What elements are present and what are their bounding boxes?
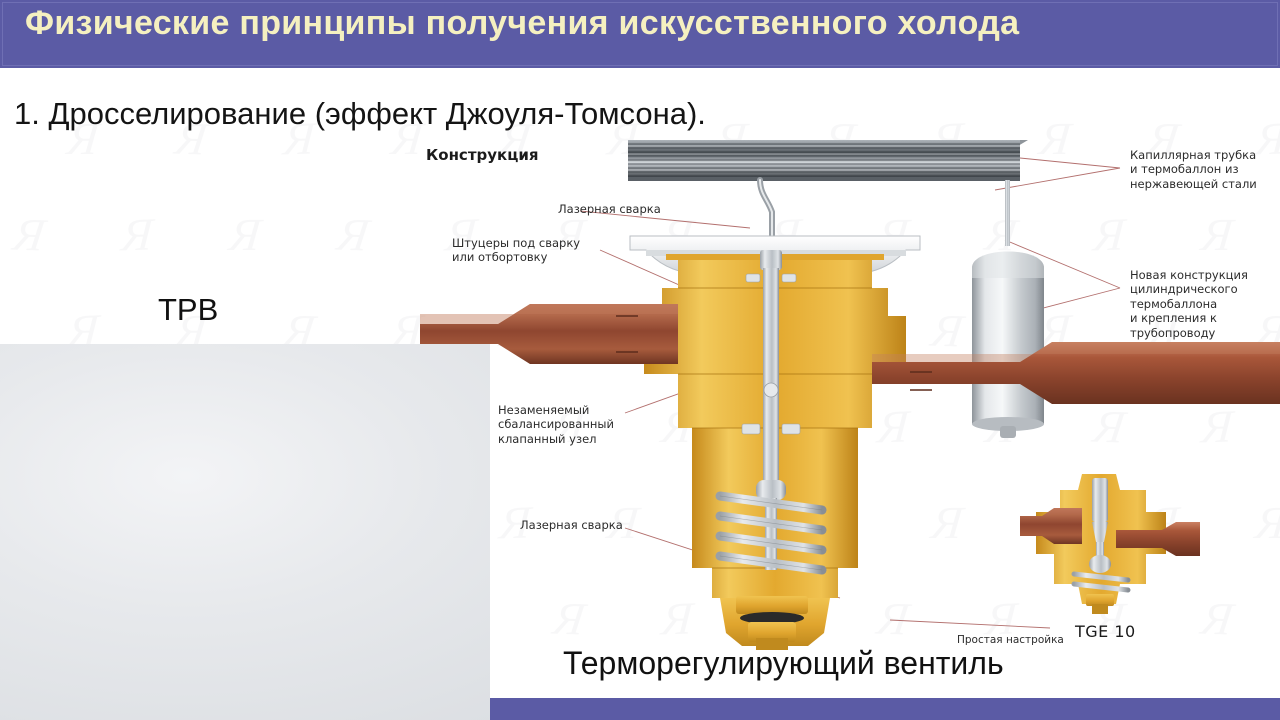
tge10-label: TGE 10 [1075,622,1136,641]
copper-pipe-right [872,342,1280,404]
stem-seal-rings [741,273,801,435]
valve-cutaway-diagram: Конструкция Лазерная сварка Штуцеры под … [420,128,1280,658]
callout-simple-setup: Простая настройка [957,634,1064,646]
callout-laser-weld-top: Лазерная сварка [558,202,661,216]
bulb-connection-rod [1005,180,1010,246]
watermark-glyph: Я [227,209,263,260]
trv-label: ТРВ [158,292,219,327]
slide-subtitle: 1. Дросселирование (эффект Джоуля-Томсон… [14,96,706,131]
slide-title-bar-inner: Физические принципы получения искусствен… [2,2,1278,66]
packing-nut [736,596,808,650]
watermark-glyph: Я [334,208,372,261]
slide-title-bar: Физические принципы получения искусствен… [0,0,1280,71]
callout-weld-fittings: Штуцеры под сварку или отбортовку [452,236,581,265]
capillary-coil [628,140,1028,181]
callout-laser-weld-bottom: Лазерная сварка [520,518,623,532]
photo-background [0,344,490,720]
bottom-accent-bar [490,698,1280,720]
bottom-caption: Терморегулирующий вентиль [563,645,1004,681]
callout-capillary-bulb: Капиллярная трубка и термобаллон из нерж… [1130,148,1257,191]
valve-diagram-svg [420,140,1280,650]
trv-photograph [0,344,490,720]
callout-new-bulb-design: Новая конструкция цилиндрического термоб… [1130,268,1248,340]
callout-valve-assembly: Незаменяемый сбалансированный клапанный … [498,403,614,446]
watermark-glyph: Я [10,208,48,261]
valve-push-rod [756,250,786,570]
callout-construction: Конструкция [426,146,539,164]
thermal-bulb [972,251,1044,438]
tge10-inset-diagram [1020,474,1200,614]
copper-pipe-left [420,304,678,364]
watermark-glyph: Я [120,208,155,261]
slide-title: Физические принципы получения искусствен… [25,4,1020,42]
